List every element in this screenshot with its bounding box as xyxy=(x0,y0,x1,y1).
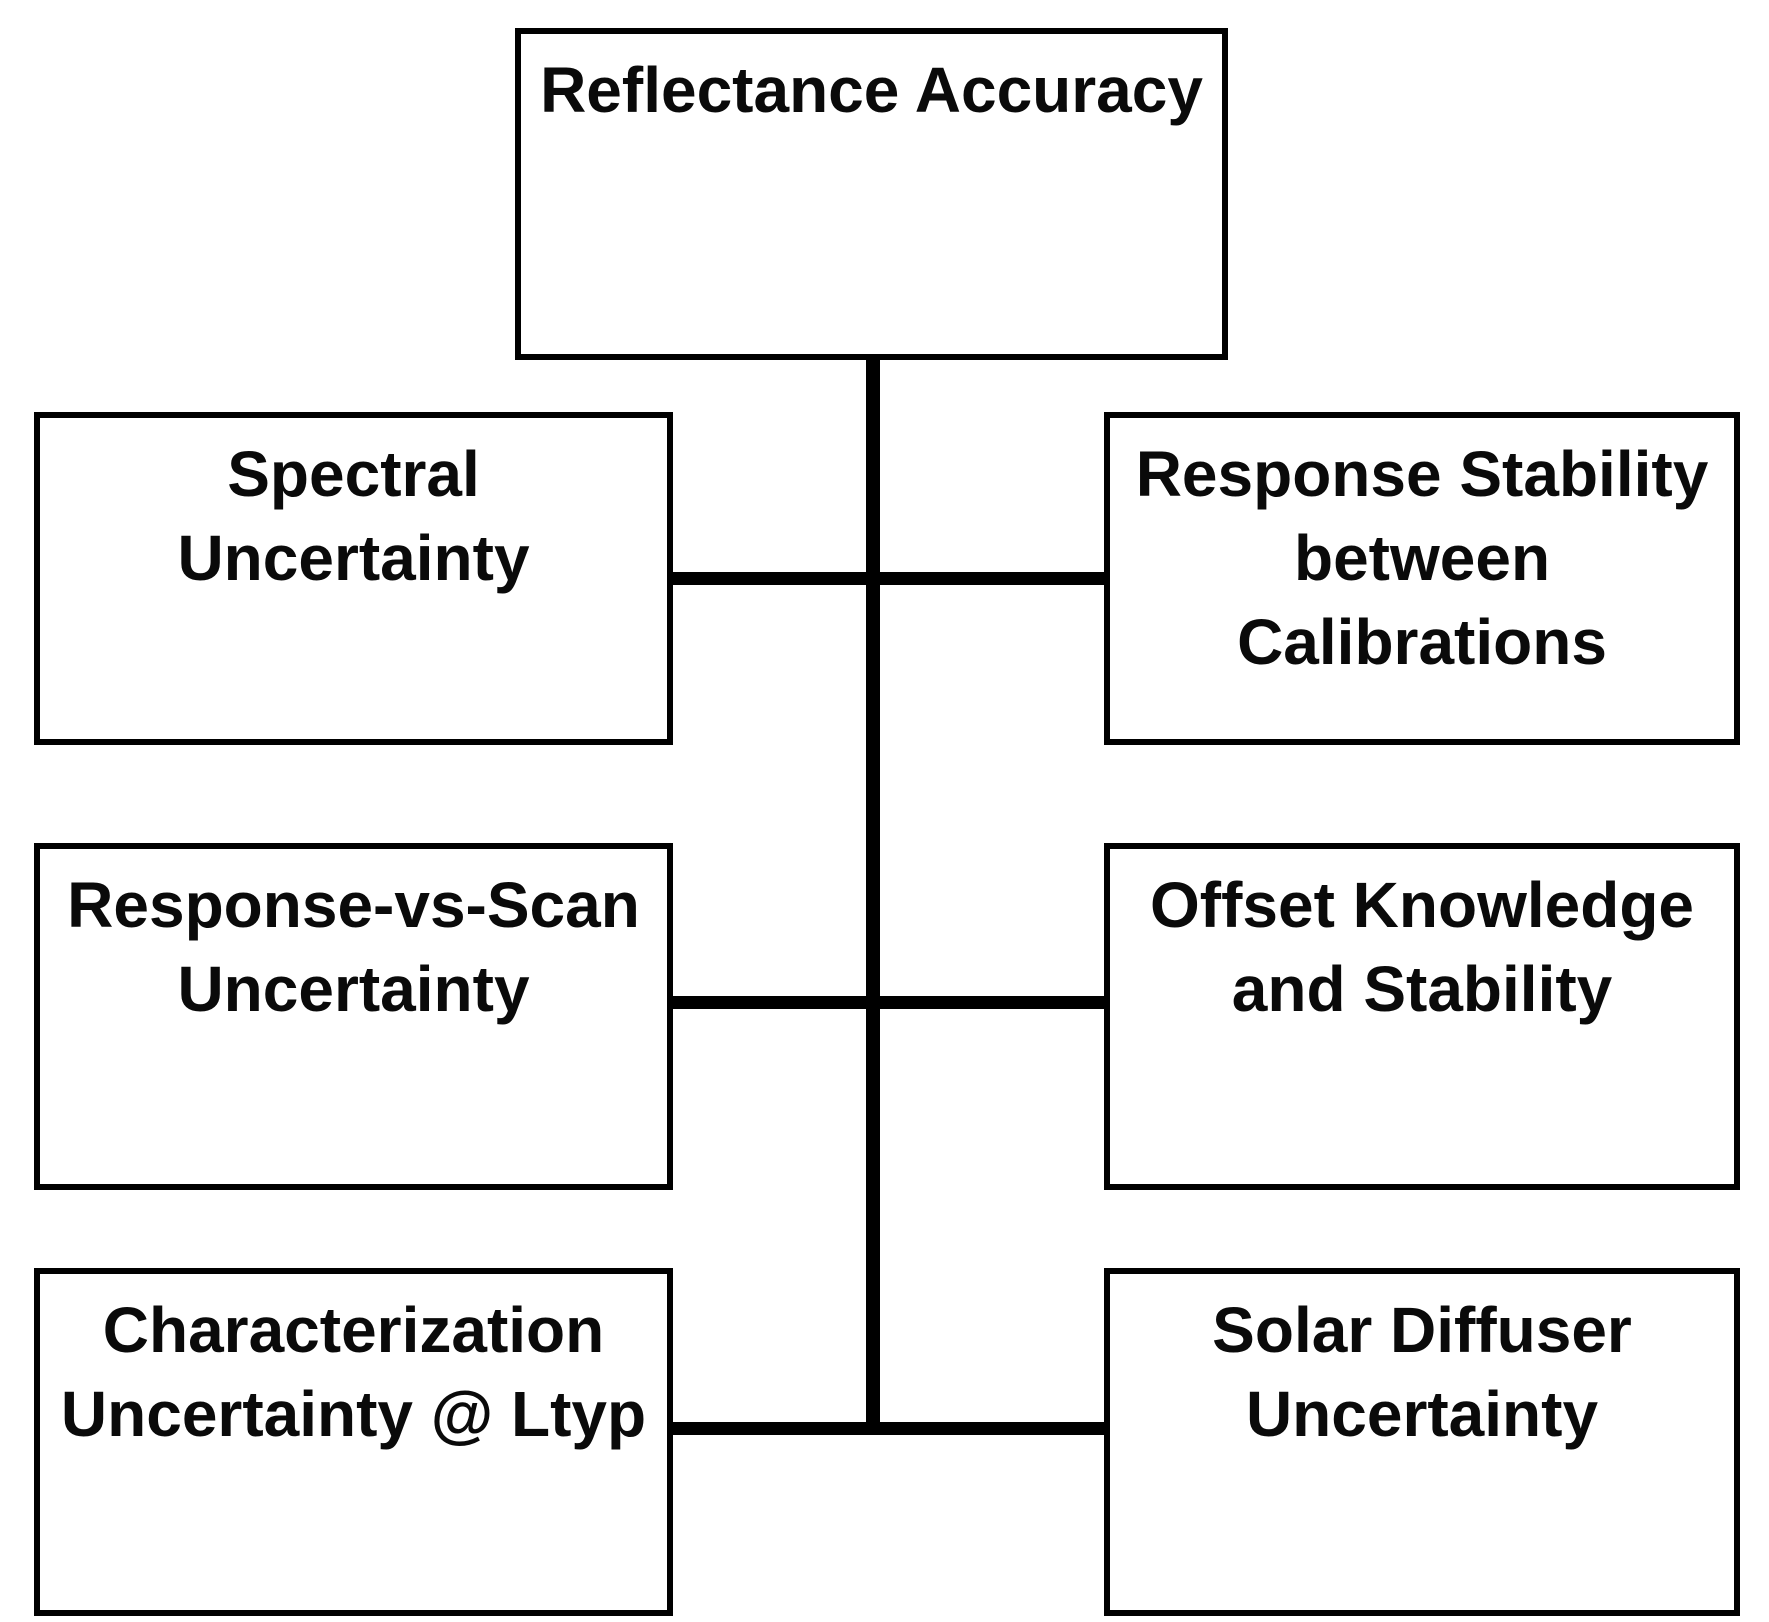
node-reflectance-accuracy: Reflectance Accuracy xyxy=(515,28,1228,360)
node-solar-diffuser-uncertainty: Solar Diffuser Uncertainty xyxy=(1104,1268,1740,1616)
node-offset-knowledge-and-stability: Offset Knowledge and Stability xyxy=(1104,843,1740,1190)
trunk-connector-line xyxy=(866,354,880,1435)
node-characterization-uncertainty-ltyp: Characterization Uncertainty @ Ltyp xyxy=(34,1268,673,1616)
node-response-stability-between-calibrations: Response Stability between Calibrations xyxy=(1104,412,1740,745)
node-response-vs-scan-uncertainty: Response-vs-Scan Uncertainty xyxy=(34,843,673,1190)
row2-connector-line xyxy=(667,996,1110,1009)
row3-connector-line xyxy=(667,1422,1110,1435)
node-spectral-uncertainty: Spectral Uncertainty xyxy=(34,412,673,745)
row1-connector-line xyxy=(667,572,1110,585)
